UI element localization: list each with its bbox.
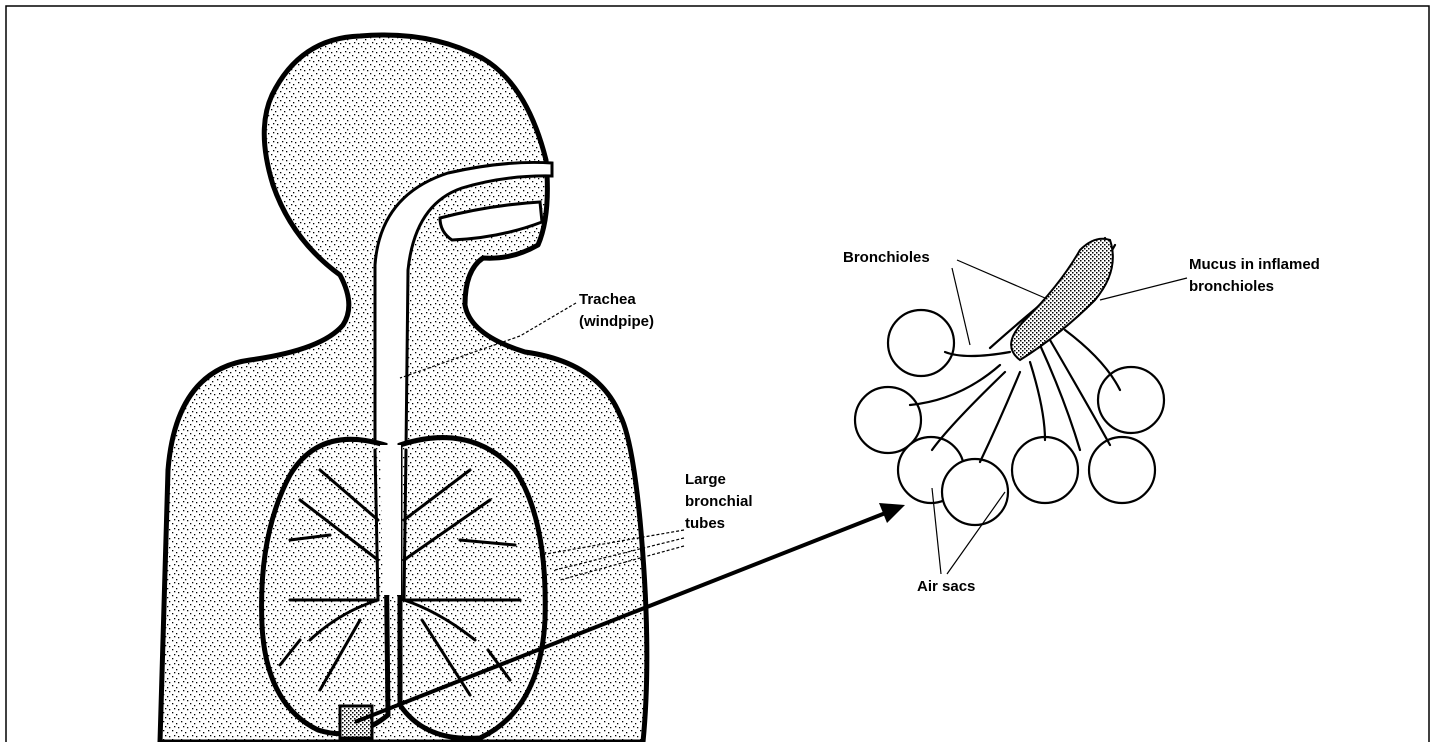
air-sac [942, 459, 1008, 525]
mucus-label: Mucus in inflamed bronchioles [1189, 254, 1320, 298]
bronchioles-label-text: Bronchioles [843, 247, 930, 269]
trachea-label-line: (windpipe) [579, 311, 654, 333]
air-sac [888, 310, 954, 376]
left-lung [400, 438, 545, 739]
bronchial-label-line: Large [685, 469, 753, 491]
trachea-label: Trachea (windpipe) [579, 289, 654, 333]
air-sacs-label: Air sacs [917, 576, 975, 598]
air-sacs-label-text: Air sacs [917, 576, 975, 598]
air-sac [1012, 437, 1078, 503]
bronchioles-label: Bronchioles [843, 247, 930, 269]
air-sac [1089, 437, 1155, 503]
air-sac-cluster [855, 310, 1164, 525]
trachea-label-line: Trachea [579, 289, 654, 311]
bronchial-tubes-label: Large bronchial tubes [685, 469, 753, 535]
bronchial-label-line: tubes [685, 513, 753, 535]
mucus-label-line: bronchioles [1189, 276, 1320, 298]
inflamed-bronchiole [1011, 239, 1113, 360]
mucus-label-line: Mucus in inflamed [1189, 254, 1320, 276]
bronchial-label-line: bronchial [685, 491, 753, 513]
air-sac [1098, 367, 1164, 433]
